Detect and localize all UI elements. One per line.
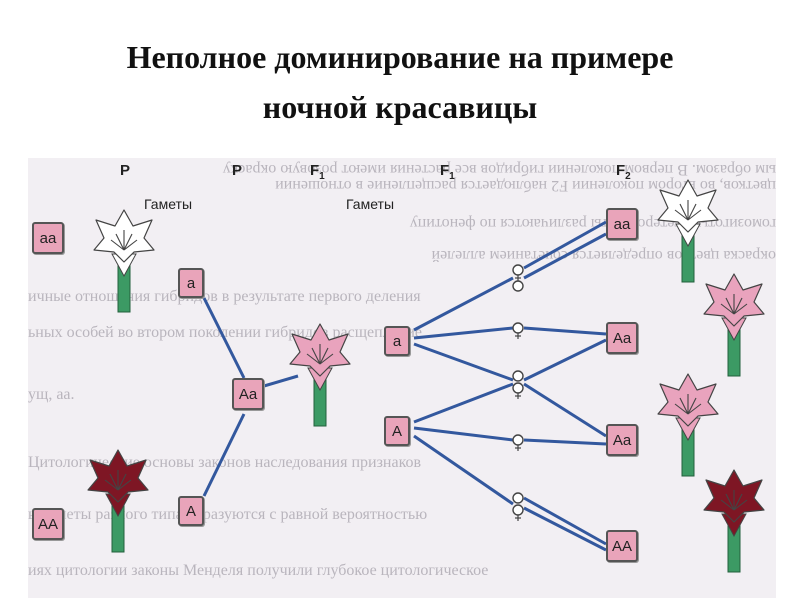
genetics-diagram: ым образом. В первом поколении гибридов … [28,158,776,598]
cross-line [413,382,514,424]
pink-flower-icon [657,373,719,477]
generation-label-p: P [232,162,243,179]
gamete-circle [512,382,524,394]
genotype-box-f2-AA: AA [606,530,638,562]
red-flower-icon [703,469,765,573]
gamete-circle [512,322,524,334]
cross-lines [202,220,607,552]
cross-line [413,342,514,382]
cross-line [263,374,299,388]
genotype-box-f2-aa: aa [606,208,638,240]
generation-label-f2: F2 [616,162,631,182]
cross-line [413,276,514,332]
gamete-circle [512,264,524,276]
background-text-faint: ущ, аа. [28,386,75,403]
pink-flower-icon [703,273,765,377]
red-flower-icon [87,449,149,553]
cross-line [202,413,246,497]
gamete-circle [512,492,524,504]
genotype-box-f2-Aa: Aa [606,424,638,456]
cross-line [523,506,607,552]
generation-label-p: P [120,162,131,179]
cross-line [413,426,514,442]
cross-line [523,382,607,438]
gamete-box-a: a [384,326,410,356]
white-flower-icon [93,209,155,313]
cross-line [523,496,607,546]
background-text-faint: иях цитологии законы Менделя получили гл… [28,562,489,579]
cross-line [413,326,514,340]
generation-label-f1: F1 [440,162,455,182]
cross-line [523,338,607,382]
cross-line [523,220,607,270]
background-text-faint: ы гаметы разного типа образуются с равно… [28,506,428,523]
cross-line [523,232,607,280]
genotype-box-f2-Aa: Aa [606,322,638,354]
gamete-box-a: a [178,268,204,298]
female-marks [515,275,521,521]
gamete-circle [512,280,524,292]
pink-flower-icon [289,323,351,427]
gametes-label: Гаметы [144,196,193,212]
cross-line [202,297,246,379]
white-flower-icon [657,179,719,283]
cross-line [413,434,514,506]
generation-label-f1: F1 [310,162,325,182]
cross-line [523,438,607,446]
gamete-circle [512,504,524,516]
title-line-2: ночной красавицы [262,89,538,125]
cross-diagram-graphics [87,179,765,573]
gamete-box-A: A [178,496,204,526]
gamete-circles [512,264,524,516]
gamete-box-A: A [384,416,410,446]
gamete-circle [512,370,524,382]
genotype-box-f1-Aa: Aa [232,378,264,410]
genotype-box-parent-aa: aa [32,222,64,254]
title-line-1: Неполное доминирование на примере [126,39,674,75]
gamete-circle [512,434,524,446]
slide-title: Неполное доминирование на примере ночной… [0,32,800,132]
gametes-label: Гаметы [346,196,395,212]
cross-line [523,326,607,336]
genotype-box-parent-AA: AA [32,508,64,540]
